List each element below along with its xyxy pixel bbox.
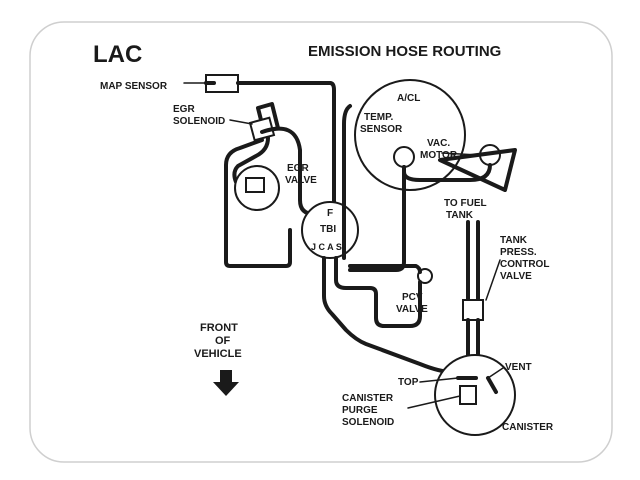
page-title: EMISSION HOSE ROUTING <box>308 43 501 60</box>
pcv-valve-label-2: VALVE <box>396 304 428 315</box>
canister <box>434 354 516 436</box>
engine-code: LAC <box>93 41 142 68</box>
tbi-ports-label: J C A S <box>311 242 342 252</box>
egr-solenoid-label-2: SOLENOID <box>173 116 225 127</box>
canister-purge-label-2: PURGE <box>342 405 378 416</box>
front-label-2: OF <box>215 335 231 347</box>
canister-purge-label-3: SOLENOID <box>342 417 394 428</box>
tank-press-label-2: PRESS. <box>500 247 537 258</box>
to-fuel-tank-label-1: TO FUEL <box>444 198 487 209</box>
canister-label: CANISTER <box>502 422 554 433</box>
map-sensor <box>183 74 332 93</box>
egr-valve <box>234 126 316 216</box>
egr-valve-label-1: EGR <box>287 163 309 174</box>
tbi-label: TBI <box>320 224 336 235</box>
pcv-hose <box>334 256 422 328</box>
front-label-1: FRONT <box>200 322 238 334</box>
air-cleaner-label: A/CL <box>397 93 420 104</box>
temp-sensor-label-1: TEMP. <box>364 112 393 123</box>
canister-purge-label-1: CANISTER <box>342 393 394 404</box>
vac-motor-label-1: VAC. <box>427 138 450 149</box>
top-label: TOP <box>398 377 419 388</box>
egr-solenoid-label-1: EGR <box>173 104 195 115</box>
tank-press-label-1: TANK <box>500 235 528 246</box>
egr-valve-label-2: VALVE <box>285 175 317 186</box>
front-loop-hose <box>224 138 292 268</box>
tbi-f-label: F <box>327 208 333 219</box>
vac-motor-label-2: MOTOR <box>420 150 458 161</box>
tank-press-label-4: VALVE <box>500 271 532 282</box>
air-cleaner <box>354 79 517 192</box>
map-sensor-label: MAP SENSOR <box>100 81 168 92</box>
front-label-3: VEHICLE <box>194 348 242 360</box>
pcv-valve-label-1: PCV <box>402 292 423 303</box>
vent-label: VENT <box>505 362 532 373</box>
temp-sensor-label-2: SENSOR <box>360 124 403 135</box>
acl-left-hose <box>342 104 352 260</box>
egr-solenoid <box>232 102 280 184</box>
arrow-down-icon <box>213 370 239 396</box>
map-hose <box>328 81 336 214</box>
tank-press-label-3: CONTROL <box>500 259 549 270</box>
purge-hose <box>322 256 464 376</box>
to-fuel-tank-label-2: TANK <box>446 210 474 221</box>
pcv-valve <box>348 264 433 284</box>
